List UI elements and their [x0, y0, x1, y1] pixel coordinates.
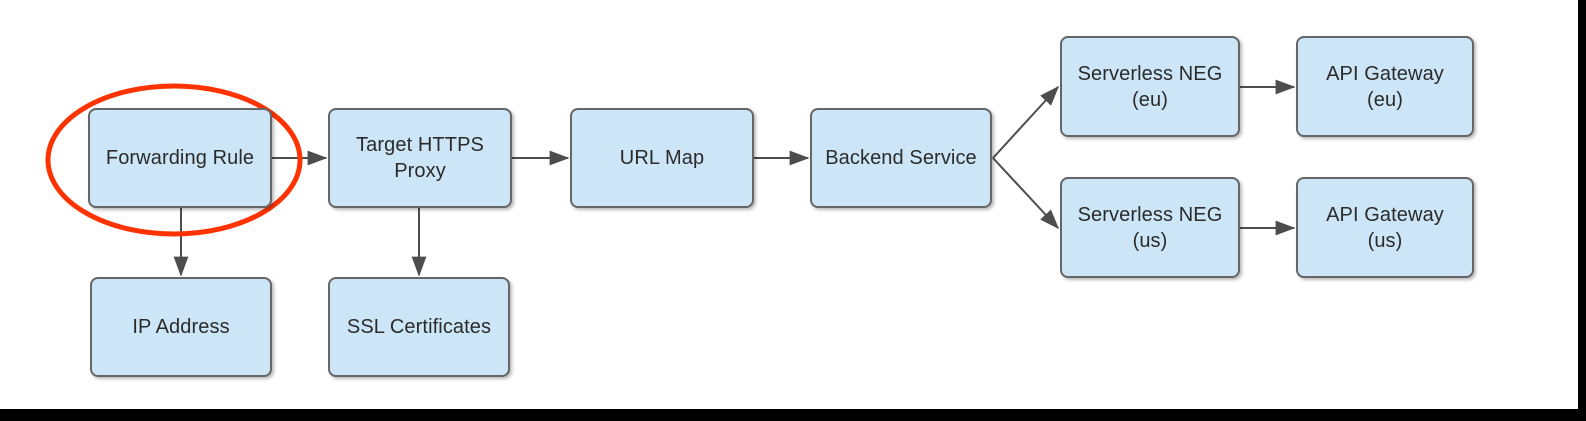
highlight-ellipse-annotation — [45, 83, 303, 237]
node-backend-service[interactable]: Backend Service — [810, 108, 992, 208]
node-url-map[interactable]: URL Map — [570, 108, 754, 208]
edge-backend-to-neg-us — [992, 157, 1060, 230]
node-serverless-neg-us-label: Serverless NEG (us) — [1077, 203, 1223, 252]
node-api-gateway-eu[interactable]: API Gateway (eu) — [1296, 36, 1474, 137]
node-serverless-neg-eu-label: Serverless NEG (eu) — [1077, 62, 1223, 111]
node-backend-service-label: Backend Service — [825, 147, 977, 169]
frame-bar-bottom — [0, 409, 1586, 421]
node-api-gateway-eu-label: API Gateway (eu) — [1326, 62, 1444, 111]
node-serverless-neg-eu[interactable]: Serverless NEG (eu) — [1060, 36, 1240, 137]
node-api-gateway-us-label: API Gateway (us) — [1326, 203, 1444, 252]
edge-backend-to-neg-eu — [992, 85, 1060, 159]
node-ip-address-label: IP Address — [132, 316, 230, 338]
node-forwarding-rule[interactable]: Forwarding Rule — [88, 108, 272, 208]
node-ssl-certificates[interactable]: SSL Certificates — [328, 277, 510, 377]
node-forwarding-rule-label: Forwarding Rule — [105, 147, 255, 169]
node-ip-address[interactable]: IP Address — [90, 277, 272, 377]
frame-bar-right — [1578, 0, 1586, 421]
node-url-map-label: URL Map — [619, 147, 705, 169]
node-ssl-certificates-label: SSL Certificates — [346, 316, 492, 338]
node-target-https-proxy-label: Target HTTPS Proxy — [356, 134, 484, 182]
node-api-gateway-us[interactable]: API Gateway (us) — [1296, 177, 1474, 278]
node-target-https-proxy[interactable]: Target HTTPS Proxy — [328, 108, 512, 208]
node-serverless-neg-us[interactable]: Serverless NEG (us) — [1060, 177, 1240, 278]
